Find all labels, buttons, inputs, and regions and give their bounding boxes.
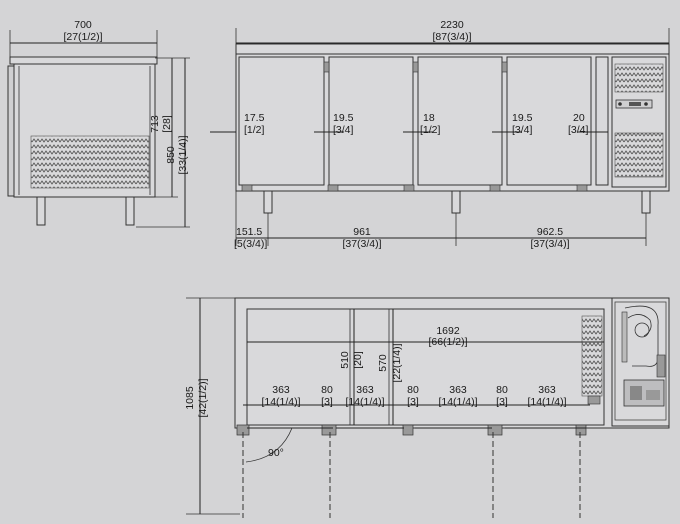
plan-570-value: 570 <box>377 354 389 372</box>
gap-2-inch: [3/4] <box>333 124 354 136</box>
door-swing-arc <box>245 427 293 463</box>
door-angle-label: 90° <box>268 447 284 459</box>
gap-1-inch: [1/2] <box>244 124 265 136</box>
gap-3-inch: [1/2] <box>420 124 441 136</box>
side-850-value: 850 <box>165 146 177 164</box>
gap-3-value: 18 <box>423 112 435 124</box>
section-6-inch: [3] <box>496 396 508 408</box>
front-vent-bottom <box>614 132 664 178</box>
section-1-value: 363 <box>272 384 290 396</box>
section-7-inch: [14(1/4)] <box>527 396 566 408</box>
front-door-4 <box>506 56 592 186</box>
gap-2-value: 19.5 <box>333 112 354 124</box>
gap-5-inch: [3/4] <box>568 124 589 136</box>
front-leg-2 <box>451 190 461 214</box>
section-4-value: 80 <box>407 384 419 396</box>
plan-570-inch: [22(1/4)] <box>391 343 403 382</box>
plan-open-doors: 90° <box>242 427 586 518</box>
section-5-value: 363 <box>449 384 467 396</box>
side-depth-inch: [27(1/2)] <box>63 31 102 43</box>
front-vent-top <box>614 63 664 93</box>
plan-section-labels: 363 [14(1/4)] 80 [3] 363 [14(1/4)] 80 [3… <box>261 384 566 408</box>
plan-1692-inch: [66(1/2)] <box>428 336 467 348</box>
plan-510-value: 510 <box>339 351 351 369</box>
side-door-profile <box>7 65 15 197</box>
plan-view: 1085 [42(1/2)] 1692 [66(1/2)] 510 [20] 5… <box>184 297 670 518</box>
front-side-panel <box>595 56 609 186</box>
section-2-value: 80 <box>321 384 333 396</box>
front-leg-1 <box>263 190 273 214</box>
front-leg-3 <box>641 190 651 214</box>
side-713-inch: [28] <box>161 115 173 133</box>
gap-4-value: 19.5 <box>512 112 533 124</box>
leg-dim-1-inch: [5(3/4)] <box>234 238 267 250</box>
side-leg-front <box>36 196 46 226</box>
side-713-value: 713 <box>149 115 161 133</box>
section-4-inch: [3] <box>407 396 419 408</box>
front-door-2 <box>328 56 414 186</box>
side-depth-value: 700 <box>74 19 92 31</box>
section-6-value: 80 <box>496 384 508 396</box>
front-worktop <box>235 43 670 55</box>
front-gap-labels: 17.5 [1/2] 19.5 [3/4] 18 [1/2] 19.5 [3/4… <box>244 112 589 136</box>
side-850-inch: [33(1/4)] <box>177 135 189 174</box>
plan-1085-value: 1085 <box>184 386 196 410</box>
section-2-inch: [3] <box>321 396 333 408</box>
section-3-inch: [14(1/4)] <box>345 396 384 408</box>
front-door-3 <box>417 56 503 186</box>
plan-1085-inch: [42(1/2)] <box>197 378 209 417</box>
gap-4-inch: [3/4] <box>512 124 533 136</box>
section-1-inch: [14(1/4)] <box>261 396 300 408</box>
plan-1692-value: 1692 <box>436 325 460 337</box>
front-width-inch: [87(3/4)] <box>432 31 471 43</box>
leg-dim-2-inch: [37(3/4)] <box>342 238 381 250</box>
leg-dim-3-inch: [37(3/4)] <box>530 238 569 250</box>
section-7-value: 363 <box>538 384 556 396</box>
leg-dim-3-value: 962.5 <box>537 226 563 238</box>
leg-dim-1-value: 151.5 <box>236 226 262 238</box>
side-worktop <box>9 56 158 65</box>
front-door-1 <box>238 56 325 186</box>
front-view: 2230 [87(3/4)] 17.5 [ <box>210 19 670 250</box>
side-leg-rear <box>125 196 135 226</box>
section-3-value: 363 <box>356 384 374 396</box>
plan-interior <box>246 308 605 426</box>
plan-510-inch: [20] <box>352 351 364 369</box>
plan-evaporator <box>581 315 603 397</box>
leg-dim-2-value: 961 <box>353 226 371 238</box>
side-view: 700 [27(1/2)] 713 [28] 850 [33(1/4)] <box>7 19 190 228</box>
section-5-inch: [14(1/4)] <box>438 396 477 408</box>
side-vent-grille <box>30 135 150 189</box>
gap-5-value: 20 <box>573 112 585 124</box>
front-width-value: 2230 <box>440 19 464 31</box>
gap-1-value: 17.5 <box>244 112 265 124</box>
